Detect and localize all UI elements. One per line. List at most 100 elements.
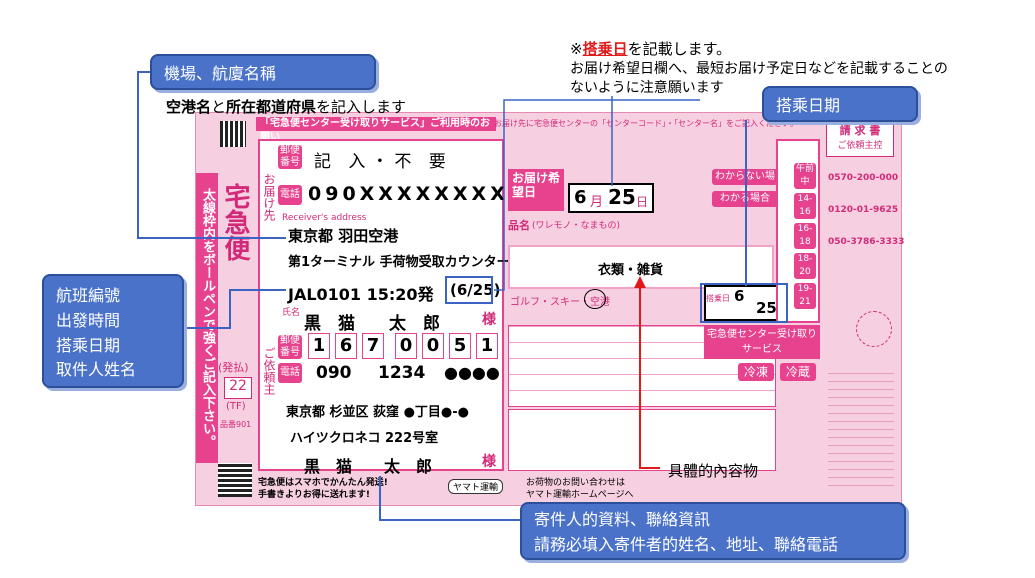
- sender-name: 黒 猫 太 郎: [304, 457, 433, 476]
- right-small-text: [828, 373, 894, 493]
- flight-info-line-3: 搭乘日期: [56, 335, 121, 355]
- contents-arrowhead: [634, 276, 646, 288]
- cool-freeze: 冷凍: [738, 363, 774, 381]
- qr-code-top: [220, 121, 246, 147]
- footer-left2: 手書きよりお得に送れます!: [258, 490, 370, 500]
- line-flight: [184, 289, 286, 329]
- qr-code-bottom: [218, 463, 252, 497]
- callout-flight-info: 航班編號 出發時間 搭乘日期 取件人姓名: [42, 274, 184, 388]
- flight-info-line-2: 出發時間: [56, 310, 121, 330]
- callout-boarding-date: 搭乘日期: [762, 86, 918, 122]
- delivery-slip: 太線枠内をボールペンで強くご記入下さい。 宅急便 (発払) 22 (TF) 品番…: [195, 112, 905, 506]
- footer-right2: ヤマト運輸ホームページへ: [526, 490, 634, 500]
- boarding-month: 6: [734, 287, 745, 305]
- name-label: 氏名: [282, 308, 301, 318]
- delivery-day-unit: 日: [636, 195, 649, 209]
- phone-3: 050-3786-3333: [828, 237, 905, 247]
- boarding-day-label: 搭乗日: [706, 294, 730, 303]
- time-slot: 18-20: [794, 253, 816, 279]
- airport-instruction-c: 所在都道府県: [226, 98, 317, 116]
- golf-ski: ゴルフ・スキー・空港: [510, 297, 610, 308]
- recipient-terminal: 第1ターミナル 手荷物受取カウンター: [288, 255, 510, 270]
- recipient-flight: JAL0101 15:20発: [288, 285, 434, 304]
- airport-circle: [584, 289, 606, 309]
- lower-grid: [508, 409, 776, 471]
- sender-postal-digit: 1: [308, 333, 330, 359]
- stamp-circle: [856, 311, 892, 347]
- sender-sama: 様: [482, 454, 496, 470]
- flight-info-line-1: 航班編號: [56, 286, 121, 305]
- time-slot: 14-16: [794, 193, 816, 219]
- line-sender: [379, 476, 520, 521]
- footer-right: お荷物のお問い合わせは: [526, 478, 626, 488]
- sender-info-line-2: 請務必填入寄件者的姓名、地址、聯絡電話: [534, 534, 839, 554]
- sender-postal-digit: 6: [335, 333, 357, 359]
- delivery-date-box: [568, 183, 654, 213]
- sender-phone-a: 090: [316, 363, 352, 383]
- sender-building: ハイツクロネコ 222号室: [290, 431, 439, 446]
- sender-postal-digit: 0: [395, 333, 417, 359]
- recipient-sama: 様: [482, 312, 496, 328]
- time-slot: 午前中: [794, 163, 816, 189]
- address-label: Receiver's address: [282, 213, 367, 223]
- invoice-box: 請 求 書 ご依頼主控: [826, 121, 894, 157]
- recipient-postal-value: 記 入・不 要: [314, 152, 452, 172]
- cool-chill: 冷蔵: [780, 363, 816, 381]
- boarding-line2: お届け希望日欄へ、最短お届け予定日などを記載することの: [570, 61, 948, 77]
- from-label: ご依頼主: [262, 347, 276, 395]
- sender-address: 東京都 杉並区 荻窪 ●丁目●-●: [286, 405, 470, 420]
- flight-date-highlight: [445, 276, 493, 304]
- code-box: 22: [224, 377, 252, 399]
- line-note-flight: [494, 99, 700, 291]
- time-slot: 16-18: [794, 223, 816, 249]
- recipient-phone: 090XXXXXXXXX: [308, 183, 528, 205]
- sender-info-line-1: 寄件人的資料、聯絡資訊: [534, 510, 711, 529]
- delivery-date-label: お届け希望日: [508, 169, 564, 211]
- boarding-day-highlight: [700, 283, 788, 323]
- invoice-sub: ご依頼主控: [837, 141, 883, 151]
- boarding-rest: を記載します。: [627, 40, 732, 58]
- line-airport: [137, 71, 286, 239]
- slip-header-right: お届け先に宅急便センターの「センターコード」・「センター名」をご記入ください。: [494, 119, 798, 128]
- item-label: 品名: [508, 219, 530, 232]
- flight-info-line-4: 取件人姓名: [56, 360, 137, 380]
- line-contents: [639, 280, 660, 469]
- phone-1: 0570-200-000: [828, 173, 899, 183]
- sender-postal-digit: 5: [449, 333, 471, 359]
- item-note: (ワレモノ・なまもの): [532, 221, 621, 231]
- airport-instruction-d: を記入します: [316, 98, 407, 116]
- service-box: 宅急便センター受け取りサービス: [704, 325, 820, 359]
- boarding-day: 25: [756, 299, 777, 317]
- boarding-mark: ※: [570, 40, 583, 58]
- boarding-note: ※搭乗日を記載します。: [570, 38, 731, 59]
- recipient-name: 黒 猫 太 郎: [304, 314, 440, 334]
- time-slot: 19-21: [794, 283, 816, 309]
- recipient-address: 東京都 羽田空港: [288, 227, 399, 245]
- pay-type: (発払): [218, 361, 249, 374]
- brand-vertical: 宅急便: [220, 183, 250, 261]
- airport-instruction: 空港名と所在都道府県を記入します: [166, 96, 406, 117]
- airport-instruction-a: 空港名: [166, 98, 212, 116]
- delivery-month: 6: [574, 187, 587, 208]
- serial-number: 品番901: [220, 420, 252, 429]
- phone-2: 0120-01-9625: [828, 205, 899, 215]
- tel-label: 電話: [278, 185, 302, 205]
- sender-tel-label: 電話: [278, 363, 302, 383]
- item-value: 衣類・雑貨: [598, 263, 664, 278]
- callout-contents: 具體的內容物: [668, 462, 759, 480]
- delivery-day: 25: [608, 185, 636, 209]
- footer-mid: ヤマト運輸: [448, 479, 504, 494]
- callout-sender-info: 寄件人的資料、聯絡資訊 請務必填入寄件者的姓名、地址、聯絡電話: [520, 502, 906, 560]
- slip-header: 「宅急便センター受け取りサービス」ご利用時のお願い: [256, 117, 496, 143]
- recipient-flight-date: (6/25): [450, 281, 501, 299]
- footer-left: 宅急便はスマホでかんたん発送!: [258, 478, 388, 488]
- boarding-line3: ないように注意願います: [570, 80, 724, 96]
- sender-postal-digit: 7: [362, 333, 384, 359]
- airport-instruction-b: と: [211, 98, 227, 116]
- sender-postal-digit: 0: [422, 333, 444, 359]
- delivery-month-unit: 月: [590, 195, 604, 210]
- sender-postal-label: 郵便番号: [278, 335, 302, 359]
- callout-airport-name: 機場、航廈名稱: [150, 54, 376, 90]
- left-vertical-banner: 太線枠内をボールペンで強くご記入下さい。: [196, 173, 218, 463]
